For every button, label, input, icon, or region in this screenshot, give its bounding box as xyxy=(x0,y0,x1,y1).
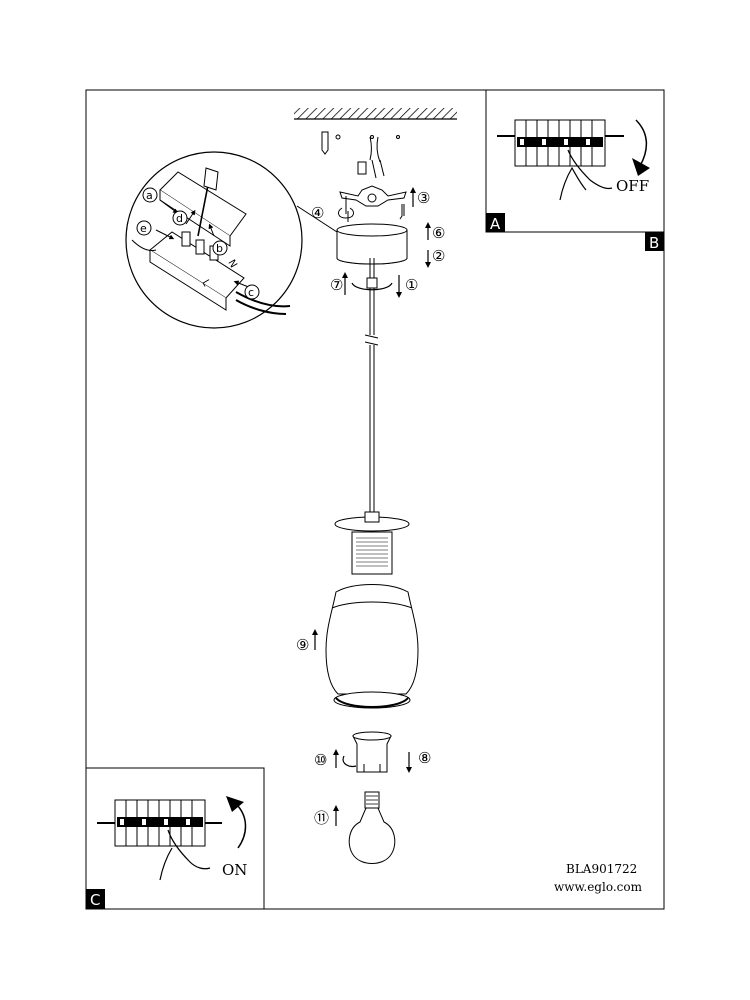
fixing-parts xyxy=(321,131,400,179)
wall-plug-icon xyxy=(321,131,329,155)
mounting-bracket xyxy=(338,185,407,222)
terminal-label-n: N xyxy=(225,258,238,270)
rotate-arrow-icon xyxy=(226,796,244,812)
panel-c-breaker-on: ON C xyxy=(85,767,265,910)
callout-d: d xyxy=(176,212,183,225)
step-8: ⑧ xyxy=(418,749,431,767)
panel-label-b-group: B xyxy=(645,232,664,252)
lampholder-assembly xyxy=(334,511,410,575)
page-frame xyxy=(85,89,665,910)
glass-shade xyxy=(325,584,419,709)
step-10: ⑩ xyxy=(314,751,327,769)
step-7: ⑦ xyxy=(330,276,343,294)
cable-grip xyxy=(366,277,378,289)
canopy xyxy=(336,223,408,265)
terminal-label-l: L xyxy=(199,278,212,289)
step-1: ① xyxy=(405,276,418,294)
callout-c: c xyxy=(248,286,254,299)
light-bulb xyxy=(348,791,396,864)
step-9: ⑨ xyxy=(296,636,309,654)
lampholder-socket xyxy=(351,531,393,575)
wiring-detail: a b c d e N L xyxy=(125,151,338,329)
model-number: BLA901722 xyxy=(566,862,637,876)
breaker-bank-icon xyxy=(514,119,606,167)
hand-icon xyxy=(559,149,613,201)
step-11: ⑪ xyxy=(314,809,329,827)
panel-label-c: C xyxy=(90,891,100,909)
suspension-cable xyxy=(364,258,379,516)
step-2: ② xyxy=(432,247,445,265)
panel-a-breaker-off: OFF A xyxy=(485,89,665,233)
panel-label-a: A xyxy=(490,215,501,233)
ceiling xyxy=(294,108,457,120)
callout-markers: a b c d e N L xyxy=(136,187,260,300)
website-url: www.eglo.com xyxy=(554,880,643,894)
step-3: ③ xyxy=(417,189,430,207)
switch-label-off: OFF xyxy=(616,177,649,195)
rotate-arrow-icon xyxy=(338,207,354,219)
rotate-arrow-icon xyxy=(635,119,648,167)
step-arrows xyxy=(312,187,431,826)
screw-icon xyxy=(399,204,405,220)
callout-a: a xyxy=(146,189,153,202)
callout-e: e xyxy=(140,222,147,235)
panel-label-b: B xyxy=(649,234,659,252)
callout-b: b xyxy=(216,242,223,255)
breaker-bank-icon xyxy=(114,799,206,847)
step-6: ⑥ xyxy=(432,224,445,242)
hand-icon xyxy=(159,829,211,881)
terminal-block-icon xyxy=(357,161,367,175)
switch-label-on: ON xyxy=(222,861,247,879)
shade-ring xyxy=(352,731,392,773)
